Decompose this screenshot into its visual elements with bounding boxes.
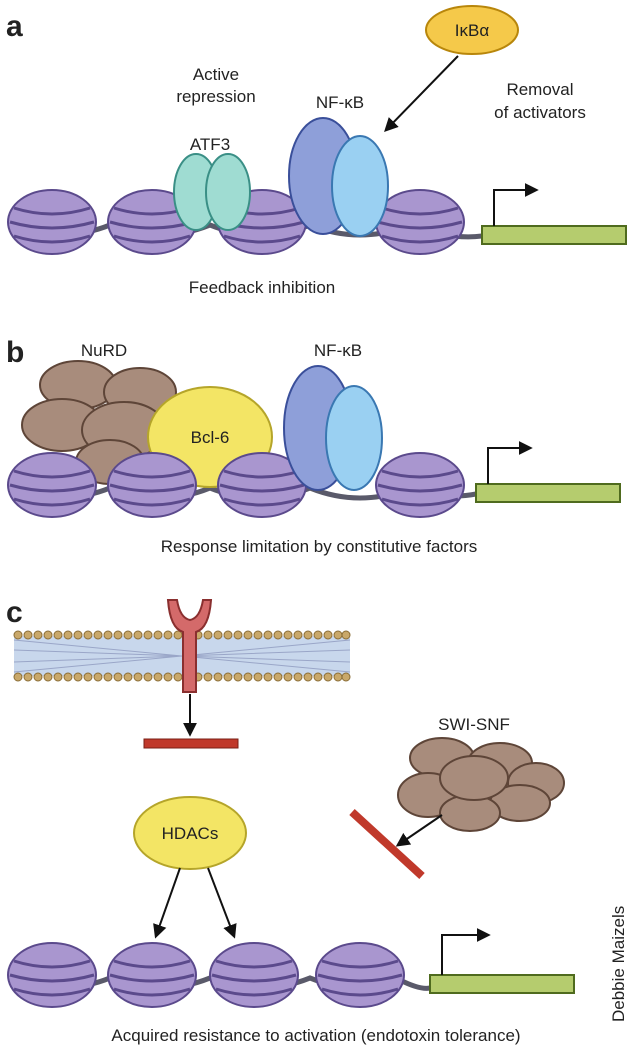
ikba-label: IκBα [455,21,490,40]
atf3-label: ATF3 [190,135,230,154]
nucleosome [7,942,97,1008]
nucleosome [7,452,97,518]
swisnf-label: SWI-SNF [438,715,510,734]
swisnf-arrow [395,814,443,847]
nurd-label: NuRD [81,341,127,360]
swisnf-inhibition-bar [349,809,425,879]
active-repression-line1: Active [193,65,239,84]
removal-line1: Removal [506,80,573,99]
ikba-oval [425,5,519,55]
artist-credit: Debbie Maizels [609,906,628,1022]
nucleosome [107,942,197,1008]
nucleosome [217,452,307,518]
nucleosome [315,942,405,1008]
removal-line2: of activators [494,103,586,122]
panel-a-letter: a [6,10,23,43]
ikba-arrow [384,55,459,133]
nucleosome [209,942,299,1008]
atf3-dimer [173,153,251,231]
nucleosome [7,189,97,255]
transcription-start-arrow [487,441,533,484]
hdac-arrow-right [207,867,237,939]
panel-b: Bcl-6 NuRD NF-κB Response limitation b [7,341,621,556]
transcription-start-arrow [493,183,539,226]
nfkb-label: NF-κB [314,341,362,360]
panel-a: IκBα Active repression NF-κB Removal of … [7,5,627,297]
active-repression-line2: repression [176,87,255,106]
panel-c: SWI-SNF HDACs [7,599,575,1045]
gene-bar [429,974,575,994]
panel-b-letter: b [6,336,24,369]
nucleosome [107,452,197,518]
nucleosome [375,189,465,255]
hdac-arrow-left [153,867,181,939]
receptor [166,599,213,693]
hdacs-oval [133,796,247,870]
panel-a-caption: Feedback inhibition [189,278,335,297]
swisnf-complex [397,737,565,832]
nfkb-dimer [283,365,383,491]
inhibition-bar [143,738,239,749]
nfkb-dimer [288,117,389,237]
nfkb-label: NF-κB [316,93,364,112]
gene-bar [475,483,621,503]
panel-b-caption: Response limitation by constitutive fact… [161,537,478,556]
gene-bar [481,225,627,245]
panel-c-caption: Acquired resistance to activation (endot… [111,1026,520,1045]
hdacs-label: HDACs [162,824,219,843]
nucleosome [375,452,465,518]
transcription-start-arrow [441,928,491,975]
panel-c-letter: c [6,596,23,629]
bcl6-label: Bcl-6 [191,428,230,447]
